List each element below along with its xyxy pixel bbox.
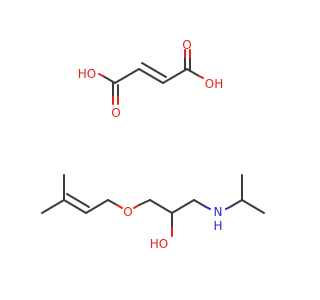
bond-c3-c4 [162,68,188,84]
amino-alcohol: O N H HO [41,174,265,251]
bond-c2-c3-b [141,62,167,78]
bond-alkene-b [66,193,90,208]
fumaric-acid: HO O O OH [78,38,223,120]
label-hydroxyl: HO [150,237,168,251]
molecule-drawing: HO O O OH O N [41,38,265,251]
label-ether-oxygen: O [123,205,132,219]
bond-ch2-choh [149,199,173,214]
bond-isopropyl-right [241,199,265,214]
bond-ch2-n [193,199,207,208]
bond-n-ch [229,199,243,208]
bond-c-oh-right [186,68,200,77]
bond-ch-ch2-n [171,199,195,214]
bond-c-oh-left [102,75,116,84]
structure-canvas: HO O O OH O N [41,38,265,251]
bond-ch2-o [107,199,118,206]
bond-methyl-left [41,199,65,214]
bond-c-oh-left-o [98,73,104,77]
bond-ch2-n-n [205,206,211,210]
label-carbonyl-left: O [111,106,120,120]
label-hydroxyl-left: HO [78,67,96,81]
label-amine-n: N [214,205,223,219]
bond-ch-ch2 [85,199,109,214]
label-carbonyl-right: O [182,38,191,52]
label-amine-h: H [213,219,222,233]
label-hydroxyl-right: OH [205,77,223,91]
bond-alkene-a [63,199,87,214]
bond-ch2-o-o [116,204,123,209]
bond-c2-c3-a [138,68,164,84]
bond-o-ch2 [138,199,151,206]
bond-c1-c2 [114,68,140,84]
bond-c-oh-right-o [198,75,204,79]
